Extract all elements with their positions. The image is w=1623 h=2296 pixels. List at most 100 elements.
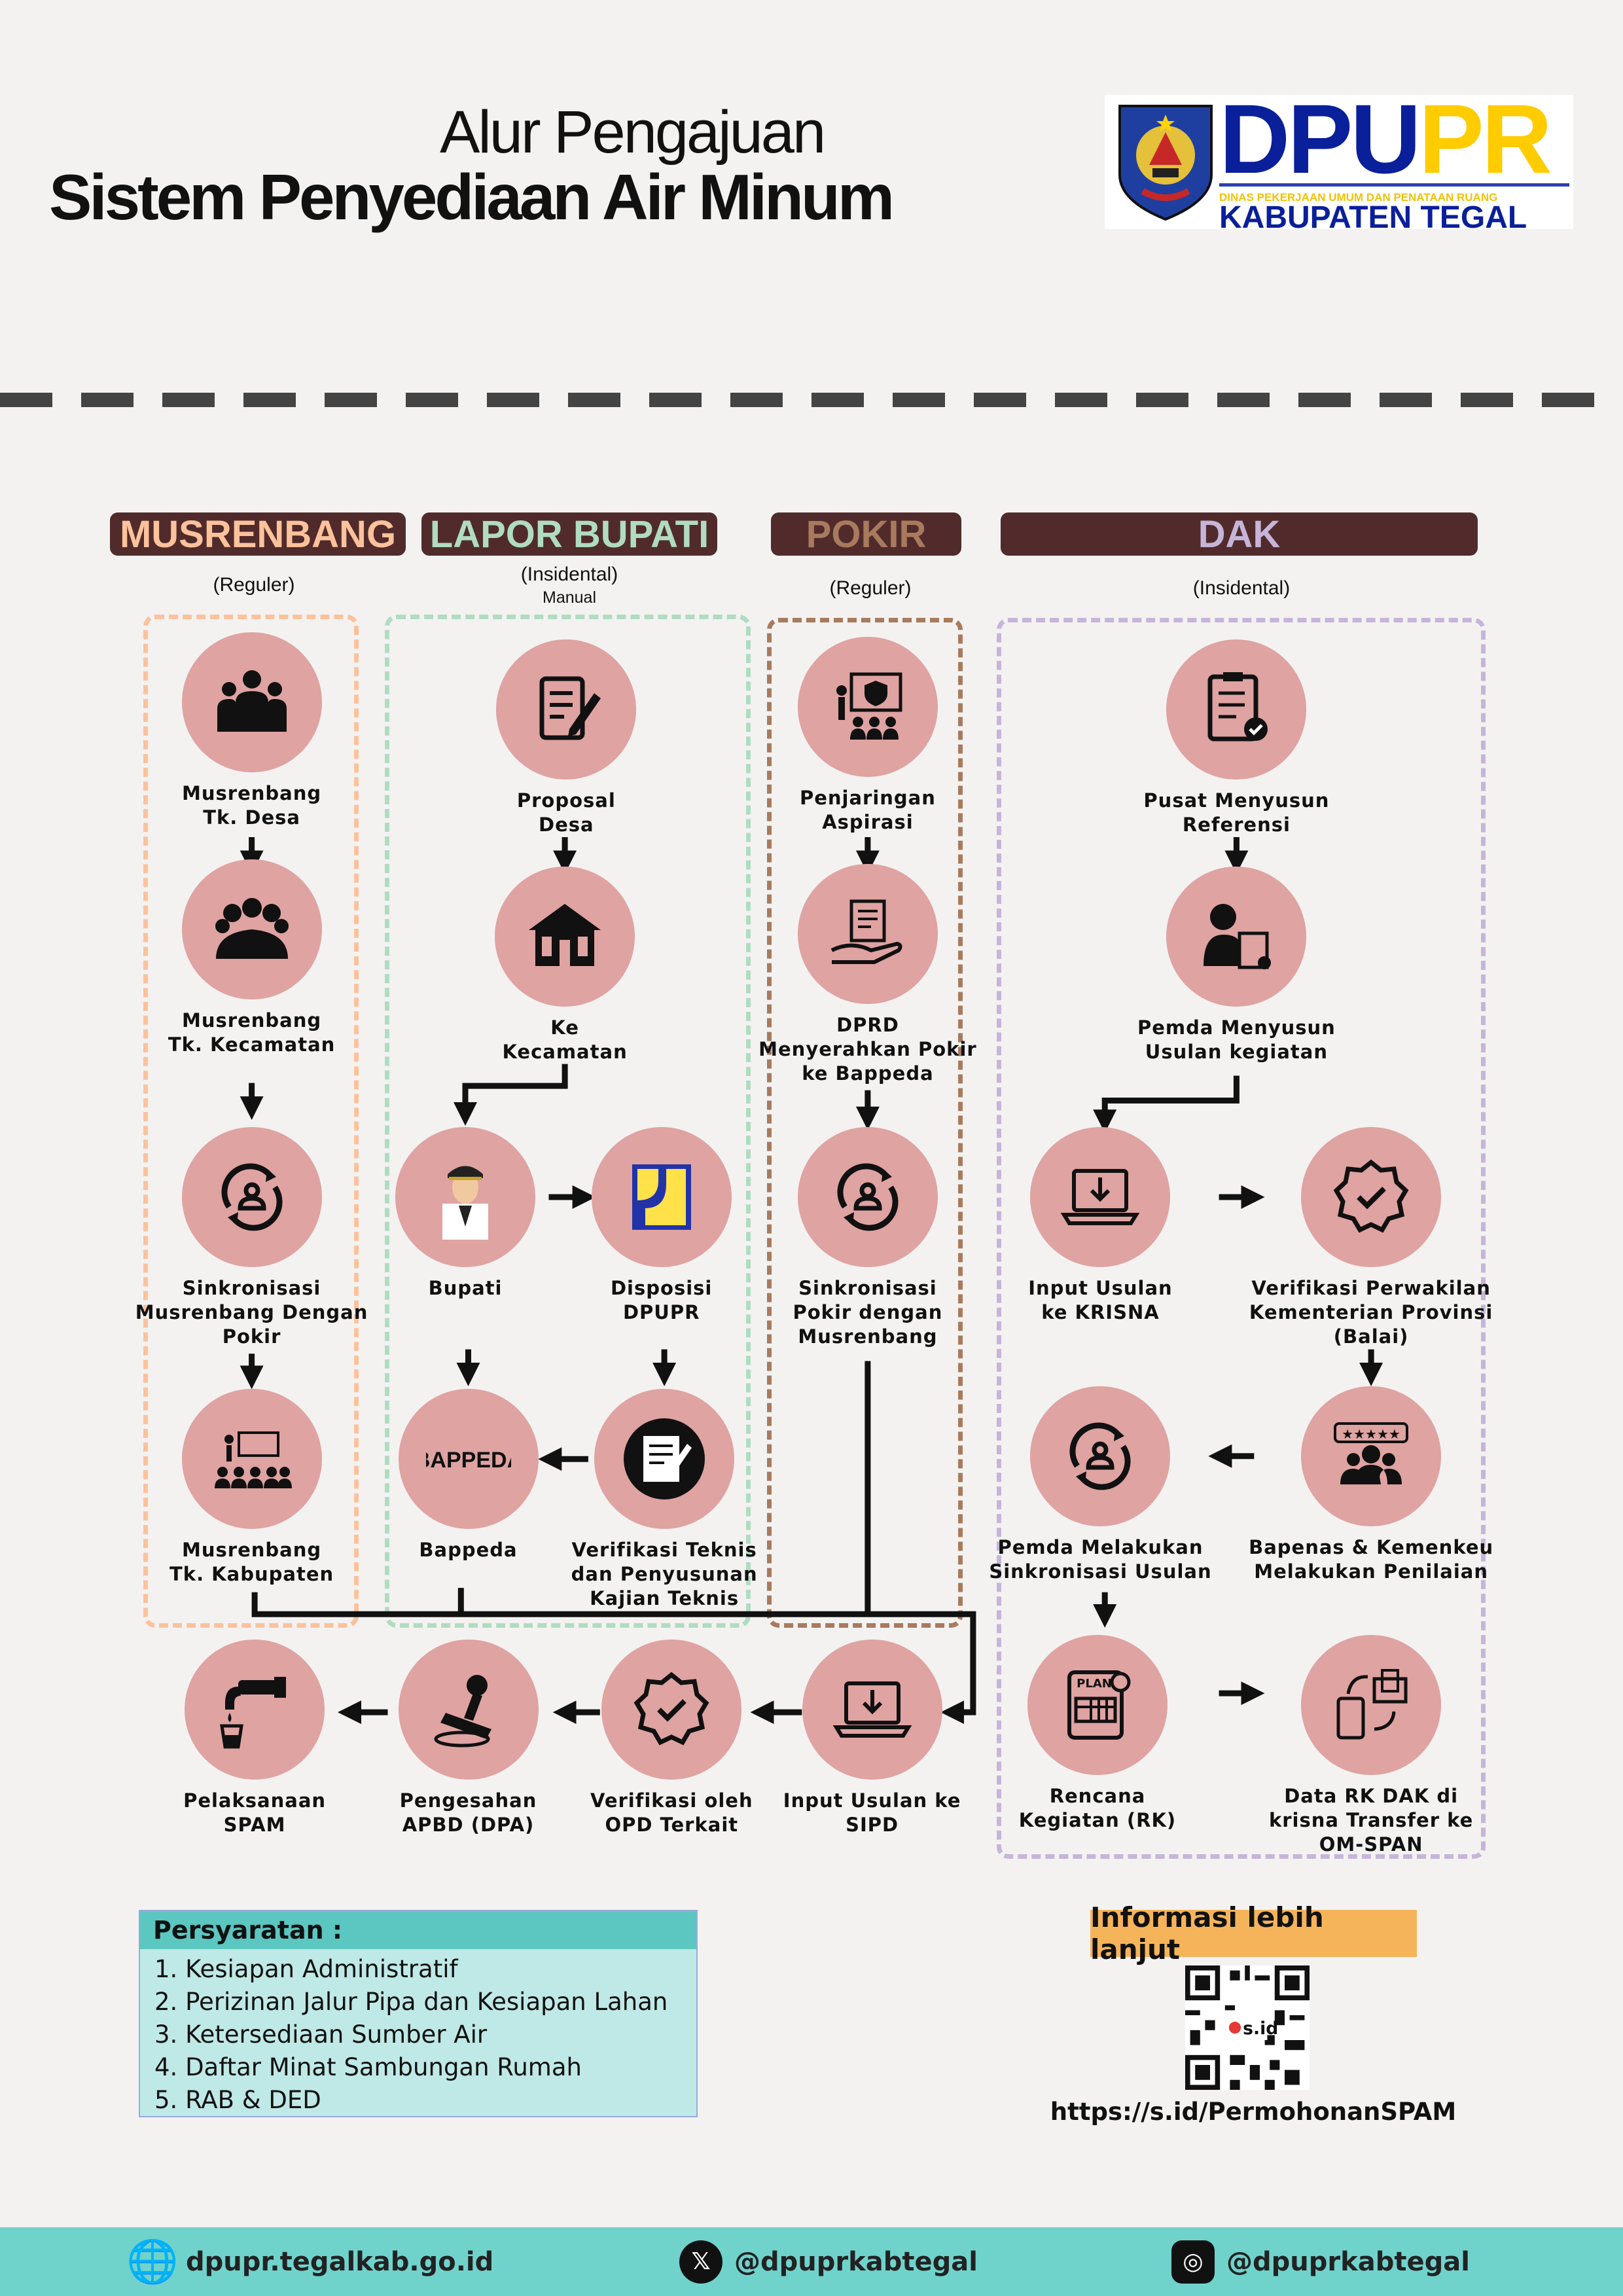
group-musrenbang: [143, 615, 359, 1628]
step-label: Ke Kecamatan: [502, 1016, 628, 1064]
globe-icon: 🌐: [126, 2238, 179, 2286]
step-label: Pusat Menyusun Referensi: [1143, 789, 1330, 836]
step-icon-circle: [797, 863, 938, 1004]
flow-step-l6: Verifikasi Teknis dan Penyusunan Kajian …: [527, 1389, 802, 1611]
step-icon-circle: [185, 1639, 325, 1780]
title-line2: Sistem Penyediaan Air Minum: [49, 161, 895, 233]
presentation-shield-icon: [836, 672, 902, 740]
svg-text:★★★★★: ★★★★★: [1342, 1426, 1400, 1442]
step-label: Input Usulan ke KRISNA: [1028, 1277, 1173, 1324]
water-tap-icon: [220, 1676, 287, 1749]
website-link[interactable]: dpupr.tegalkab.go.id: [186, 2246, 494, 2277]
step-label: Pelaksanaan SPAM: [183, 1789, 327, 1836]
step-icon-circle: [181, 632, 322, 773]
step-icon-circle: [395, 1127, 536, 1268]
step-label: Pemda Menyusun Usulan kegiatan: [1137, 1016, 1336, 1064]
sync-user-icon: [221, 1163, 283, 1231]
requirement-item: 4. Daftar Minat Sambungan Rumah: [154, 2053, 582, 2081]
requirement-item: 1. Kesiapan Administratif: [154, 1955, 458, 1983]
flow-step-b4: Pelaksanaan SPAM: [117, 1639, 392, 1837]
rating-group-icon: ★★★★★: [1334, 1422, 1409, 1484]
step-label: Pengesahan APBD (DPA): [399, 1789, 537, 1836]
step-label: Verifikasi Teknis dan Penyusunan Kajian …: [571, 1539, 758, 1610]
building-icon: [529, 904, 601, 967]
laptop-download-icon: [1061, 1169, 1140, 1226]
flow-step-d4: Verifikasi Perwakilan Kementerian Provin…: [1234, 1127, 1508, 1349]
requirement-item: 3. Ketersediaan Sumber Air: [154, 2020, 488, 2049]
info-url-link[interactable]: https://s.id/PermohonanSPAM: [1050, 2098, 1457, 2126]
flow-step-p2: DPRD Menyerahkan Pokir ke Bappeda: [730, 863, 1005, 1086]
header-musrenbang: MUSRENBANG: [110, 512, 406, 556]
note-dak: (Insidental): [1192, 577, 1291, 599]
step-icon-circle: [601, 1639, 742, 1780]
note-pokir: (Reguler): [829, 577, 912, 599]
flow-step-m3: Sinkronisasi Musrenbang Dengan Pokir: [115, 1127, 389, 1349]
plan-icon: PLAN: [1067, 1670, 1131, 1740]
step-label: Penjaringan Aspirasi: [799, 786, 936, 833]
group-pokir: [767, 618, 963, 1628]
step-label: Bupati: [428, 1277, 503, 1300]
flow-step-d2: Pemda Menyusun Usulan kegiatan: [1099, 867, 1374, 1064]
step-label: Verifikasi Perwakilan Kementerian Provin…: [1249, 1277, 1493, 1348]
footer-x[interactable]: 𝕏 @dpuprkabtegal: [679, 2227, 978, 2296]
footer-website[interactable]: 🌐 dpupr.tegalkab.go.id: [126, 2227, 494, 2296]
flow-step-d5: Pemda Melakukan Sinkronisasi Usulan: [963, 1386, 1238, 1584]
step-icon-circle: [1301, 1634, 1442, 1775]
badge-check-icon: [633, 1672, 709, 1746]
hand-document-icon: [830, 899, 902, 964]
flow-arrow: [251, 1592, 976, 1725]
stamp-icon: [434, 1674, 491, 1748]
step-icon-circle: [797, 636, 938, 777]
x-twitter-icon: 𝕏: [679, 2240, 722, 2284]
note-lapor-manual: Manual: [543, 588, 596, 607]
step-label: Musrenbang Tk. Desa: [182, 782, 322, 829]
sync-user-icon: [837, 1163, 899, 1231]
header-pokir: POKIR: [771, 512, 961, 556]
x-handle-link[interactable]: @dpuprkabtegal: [734, 2246, 978, 2277]
badge-check-icon: [1333, 1159, 1409, 1233]
bappeda-logo-icon: BAPPEDA: [426, 1448, 511, 1473]
step-icon-circle: [398, 1639, 539, 1780]
bappeda-logo-text: BAPPEDA: [426, 1448, 511, 1473]
flow-arrow: [1093, 1075, 1240, 1134]
qr-code[interactable]: s.id: [1185, 1965, 1310, 2090]
step-icon-circle: [1166, 639, 1307, 780]
flow-step-b1: Input Usulan ke SIPD: [735, 1639, 1010, 1837]
step-icon-circle: [1030, 1386, 1171, 1526]
dpupr-logo: DPUPR DINAS PEKERJAAN UMUM DAN PENATAAN …: [1105, 90, 1573, 235]
note-musrenbang: (Reguler): [213, 574, 295, 596]
step-icon-circle: [1301, 1127, 1442, 1268]
instagram-icon: ◎: [1171, 2240, 1215, 2284]
flow-step-l5: BAPPEDA Bappeda: [331, 1389, 606, 1562]
flow-step-m4: Musrenbang Tk. Kabupaten: [115, 1389, 389, 1587]
requirements-panel: Persyaratan : 1. Kesiapan Administratif …: [139, 1910, 698, 2117]
step-icon-circle: BAPPEDA: [398, 1389, 539, 1530]
step-icon-circle: [181, 859, 322, 999]
pu-logo-icon: [632, 1164, 691, 1230]
step-label: Bapenas & Kemenkeu Melakukan Penilaian: [1249, 1535, 1494, 1583]
step-label: Bappeda: [419, 1539, 518, 1562]
flow-step-d6: ★★★★★ Bapenas & Kemenkeu Melakukan Penila…: [1234, 1386, 1508, 1584]
clipboard-check-icon: [1207, 672, 1268, 742]
more-info-label: Informasi lebih lanjut: [1090, 1901, 1417, 1965]
flow-arrow: [454, 1064, 568, 1126]
instagram-link[interactable]: @dpuprkabtegal: [1226, 2246, 1470, 2277]
flow-step-p3: Sinkronisasi Pokir dengan Musrenbang: [730, 1127, 1005, 1349]
laptop-download-icon: [832, 1681, 912, 1738]
step-icon-circle: [181, 1127, 322, 1268]
step-icon-circle: [496, 639, 637, 780]
sync-user-icon: [1069, 1422, 1131, 1490]
flow-step-b3: Pengesahan APBD (DPA): [331, 1639, 606, 1837]
qr-brand-text: s.id: [1243, 2018, 1278, 2039]
footer-instagram[interactable]: ◎ @dpuprkabtegal: [1171, 2227, 1470, 2296]
step-label: Proposal Desa: [516, 789, 616, 836]
step-icon-circle: [495, 867, 635, 1007]
group-icon: [215, 897, 289, 959]
meeting-icon: [214, 1431, 292, 1489]
flow-step-m2: Musrenbang Tk. Kecamatan: [115, 859, 389, 1057]
section-divider: [0, 393, 1623, 407]
group-lapor-bupati: [385, 615, 751, 1628]
step-label: Musrenbang Tk. Kabupaten: [169, 1539, 334, 1586]
